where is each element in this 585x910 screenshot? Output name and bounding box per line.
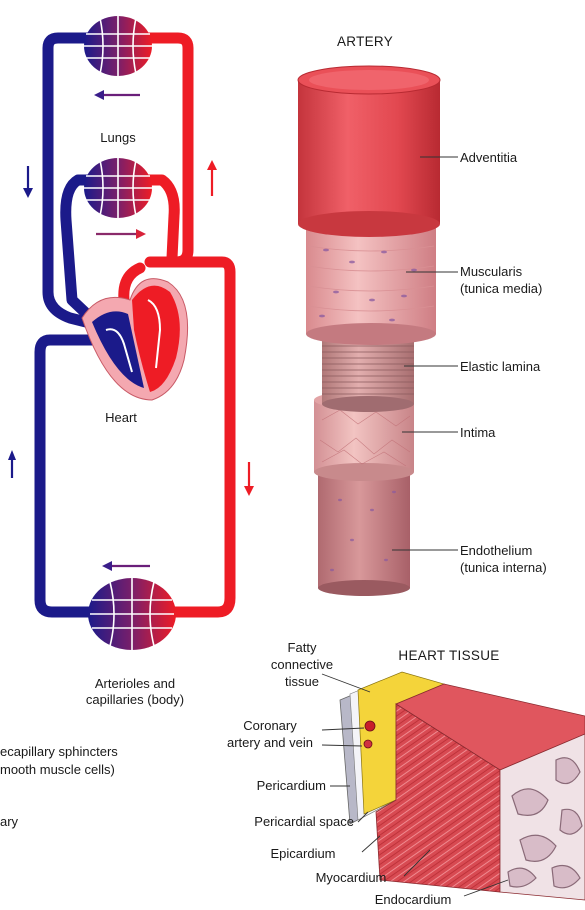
connective-label: connective [254, 657, 350, 673]
elastic-lamina-label: Elastic lamina [460, 359, 540, 375]
heart-tissue-title: HEART TISSUE [374, 648, 524, 664]
tunica-media-label: (tunica media) [460, 281, 542, 297]
endothelium-label: Endothelium [460, 543, 532, 559]
left-text-2: mooth muscle cells) [0, 762, 115, 778]
tissue-label: tissue [254, 674, 350, 690]
lung-capillaries-middle [84, 158, 152, 218]
heart-illustration [82, 279, 188, 400]
arrow-down-blue [23, 166, 33, 198]
body-label-line2: capillaries (body) [60, 692, 210, 708]
circulation-diagram [8, 16, 254, 650]
left-text-1: ecapillary sphincters [0, 744, 118, 760]
artery-adventitia-layer [298, 66, 440, 237]
artery-and-vein-label: artery and vein [212, 735, 328, 751]
body-label-line1: Arterioles and [60, 676, 210, 692]
body-capillaries [88, 578, 176, 650]
artery-diagram [298, 66, 458, 596]
coronary-vein [364, 740, 372, 748]
muscularis-label: Muscularis [460, 264, 522, 280]
tunica-interna-label: (tunica interna) [460, 560, 547, 576]
lungs-label: Lungs [93, 130, 143, 146]
epicardium-label: Epicardium [248, 846, 358, 862]
endocardium-label: Endocardium [358, 892, 468, 908]
pericardium-label: Pericardium [190, 778, 326, 794]
arrow-left-bottom [102, 561, 150, 571]
left-text-3: ary [0, 814, 18, 830]
arrow-right-middle [96, 229, 146, 239]
intima-label: Intima [460, 425, 495, 441]
arrow-left-top [94, 90, 140, 100]
artery-title: ARTERY [320, 34, 410, 50]
myocardium-label: Myocardium [296, 870, 406, 886]
coronary-label: Coronary [220, 718, 320, 734]
coronary-artery [365, 721, 375, 731]
lung-capillaries-top [84, 16, 152, 76]
arrow-down-red [244, 462, 254, 496]
fatty-label: Fatty [254, 640, 350, 656]
arrow-up-red [207, 160, 217, 196]
pericardial-space-label: Pericardial space [160, 814, 354, 830]
heart-tissue-diagram [322, 672, 585, 900]
adventitia-label: Adventitia [460, 150, 517, 166]
heart-label: Heart [96, 410, 146, 426]
arrow-up-blue-edge [8, 450, 16, 478]
